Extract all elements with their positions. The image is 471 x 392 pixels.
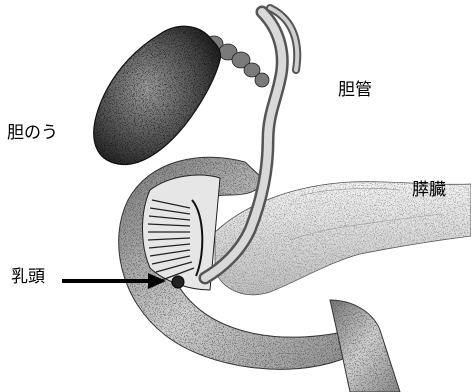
papilla-pointer-arrow [62,273,166,289]
gallbladder [94,26,221,164]
papilla [172,276,184,288]
label-gallbladder: 胆のう [7,125,58,142]
label-bile-duct: 胆管 [338,82,372,99]
label-papilla: 乳頭 [11,269,45,286]
label-pancreas: 膵臓 [412,182,446,199]
